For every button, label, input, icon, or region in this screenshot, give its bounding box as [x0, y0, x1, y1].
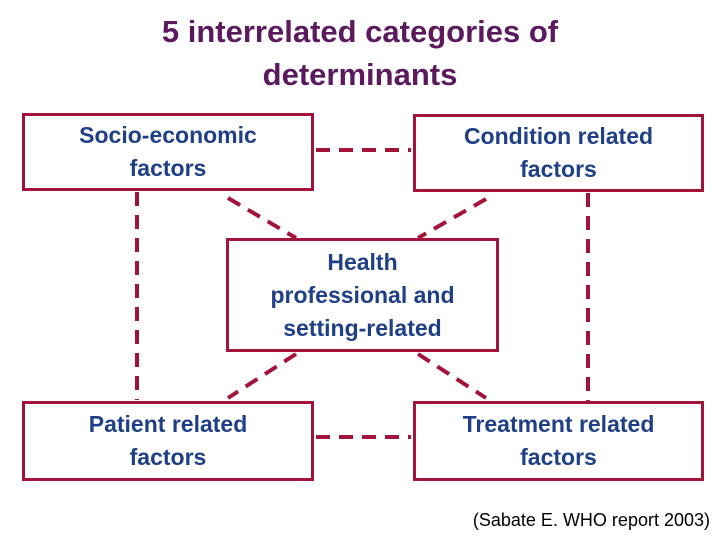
treatment-line-2: factors — [520, 444, 597, 470]
socio-economic-line-1: Socio-economic — [79, 122, 257, 148]
health-professional-line-1: Health — [327, 248, 398, 275]
socio-economic-factors-box: Socio-economic factors — [22, 113, 314, 191]
connector-center-to-condition — [417, 197, 487, 240]
connector-center-to-patient — [226, 352, 298, 400]
connector-center-to-socio — [226, 196, 298, 240]
treatment-line-1: Treatment related — [462, 411, 655, 437]
diagram-title: 5 interrelated categories of determinant… — [0, 10, 720, 96]
patient-related-factors-box: Patient related factors — [22, 401, 314, 481]
health-professional-box: Health professional and setting-related — [226, 238, 499, 352]
condition-related-factors-box: Condition related factors — [413, 114, 704, 192]
title-line-2: determinants — [262, 57, 458, 92]
connector-center-to-treatment — [416, 352, 488, 400]
health-professional-line-3: setting-related — [283, 314, 442, 341]
socio-economic-line-2: factors — [129, 155, 207, 181]
source-citation: (Sabate E. WHO report 2003) — [472, 510, 710, 530]
condition-line-2: factors — [520, 156, 597, 182]
patient-line-2: factors — [129, 444, 207, 470]
condition-line-1: Condition related — [463, 123, 654, 149]
patient-line-1: Patient related — [88, 411, 248, 437]
health-professional-line-2: professional and — [270, 281, 455, 308]
title-line-1: 5 interrelated categories of — [161, 14, 559, 49]
treatment-related-factors-box: Treatment related factors — [413, 401, 704, 481]
